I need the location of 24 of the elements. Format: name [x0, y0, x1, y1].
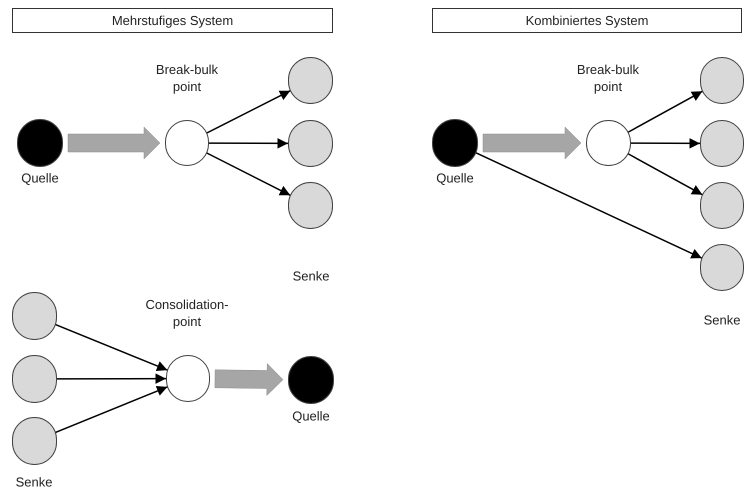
- node-caption: Quelle: [291, 408, 331, 424]
- arrow: [631, 138, 700, 149]
- node-caption: Consolidation- point: [144, 296, 230, 330]
- arrow: [206, 90, 291, 134]
- group-caption: Senke: [292, 267, 330, 286]
- group-caption: Senke: [704, 311, 740, 330]
- block-arrow: [68, 126, 160, 160]
- arrow: [55, 386, 168, 434]
- arrow: [206, 152, 291, 196]
- arrow: [55, 324, 168, 371]
- node-caption: Break-bulk point: [576, 61, 640, 95]
- heading-box: Kombiniertes System: [432, 8, 742, 33]
- block-arrow: [214, 363, 284, 396]
- node-caption: Break-bulk point: [154, 61, 220, 95]
- node-caption: Quelle: [20, 170, 60, 186]
- heading-box: Mehrstufiges System: [12, 8, 333, 33]
- arrow: [628, 90, 703, 133]
- node-caption: Quelle: [435, 170, 475, 186]
- arrow: [628, 153, 703, 196]
- block-arrow: [482, 126, 582, 160]
- arrow: [209, 138, 288, 149]
- arrow: [57, 373, 166, 384]
- group-caption: Senke: [16, 473, 52, 492]
- arrow: [476, 152, 702, 259]
